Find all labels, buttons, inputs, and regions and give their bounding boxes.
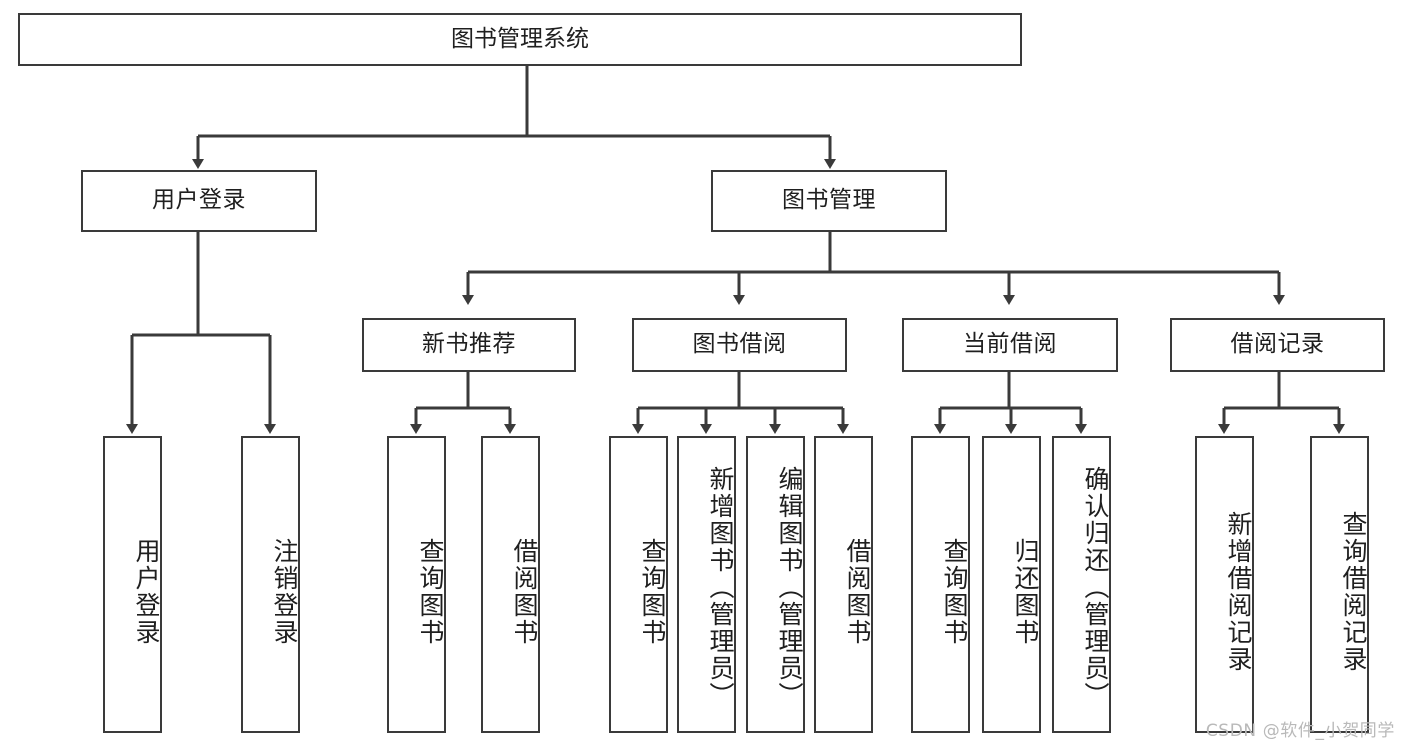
node-leaf-add-record-label: 新增借阅记录	[1224, 510, 1253, 673]
node-current-borrow-label: 当前借阅	[963, 331, 1057, 358]
node-leaf-query-record-label: 查询借阅记录	[1339, 510, 1368, 673]
node-leaf-add-record[interactable]: 新增借阅记录	[1195, 436, 1254, 733]
node-book-borrow-label: 图书借阅	[692, 331, 787, 358]
node-leaf-logout-label: 注销登录	[270, 537, 299, 646]
node-new-book-recommend[interactable]: 新书推荐	[362, 318, 576, 372]
node-borrow-record-label: 借阅记录	[1230, 331, 1325, 358]
node-leaf-logout[interactable]: 注销登录	[241, 436, 300, 733]
node-leaf-borrow-book-2-label: 借阅图书	[843, 537, 872, 646]
node-leaf-query-book-2[interactable]: 查询图书	[609, 436, 668, 733]
node-user-login[interactable]: 用户登录	[81, 170, 317, 232]
node-leaf-query-record[interactable]: 查询借阅记录	[1310, 436, 1369, 733]
node-leaf-borrow-book-2[interactable]: 借阅图书	[814, 436, 873, 733]
node-root[interactable]: 图书管理系统	[18, 13, 1022, 66]
node-user-login-label: 用户登录	[152, 187, 246, 214]
node-leaf-borrow-book-1-label: 借阅图书	[510, 537, 539, 646]
node-book-manage[interactable]: 图书管理	[711, 170, 947, 232]
node-leaf-add-book-label: 新增图书（管理员）	[706, 466, 735, 709]
node-new-book-recommend-label: 新书推荐	[422, 331, 516, 358]
node-leaf-user-login[interactable]: 用户登录	[103, 436, 162, 733]
node-book-borrow[interactable]: 图书借阅	[632, 318, 847, 372]
node-leaf-user-login-label: 用户登录	[132, 537, 161, 646]
node-leaf-edit-book[interactable]: 编辑图书（管理员）	[746, 436, 805, 733]
node-leaf-return-book-label: 归还图书	[1011, 537, 1040, 646]
node-leaf-confirm-return-label: 确认归还（管理员）	[1081, 466, 1110, 709]
node-leaf-query-book-2-label: 查询图书	[638, 537, 667, 646]
node-root-label: 图书管理系统	[451, 25, 589, 52]
node-leaf-borrow-book-1[interactable]: 借阅图书	[481, 436, 540, 733]
node-leaf-query-book-1[interactable]: 查询图书	[387, 436, 446, 733]
node-leaf-query-book-3-label: 查询图书	[940, 537, 969, 646]
node-leaf-return-book[interactable]: 归还图书	[982, 436, 1041, 733]
node-book-manage-label: 图书管理	[782, 187, 876, 214]
node-borrow-record[interactable]: 借阅记录	[1170, 318, 1385, 372]
node-current-borrow[interactable]: 当前借阅	[902, 318, 1118, 372]
node-leaf-add-book[interactable]: 新增图书（管理员）	[677, 436, 736, 733]
node-leaf-query-book-3[interactable]: 查询图书	[911, 436, 970, 733]
node-leaf-query-book-1-label: 查询图书	[416, 537, 445, 646]
node-leaf-confirm-return[interactable]: 确认归还（管理员）	[1052, 436, 1111, 733]
node-leaf-edit-book-label: 编辑图书（管理员）	[775, 466, 804, 709]
